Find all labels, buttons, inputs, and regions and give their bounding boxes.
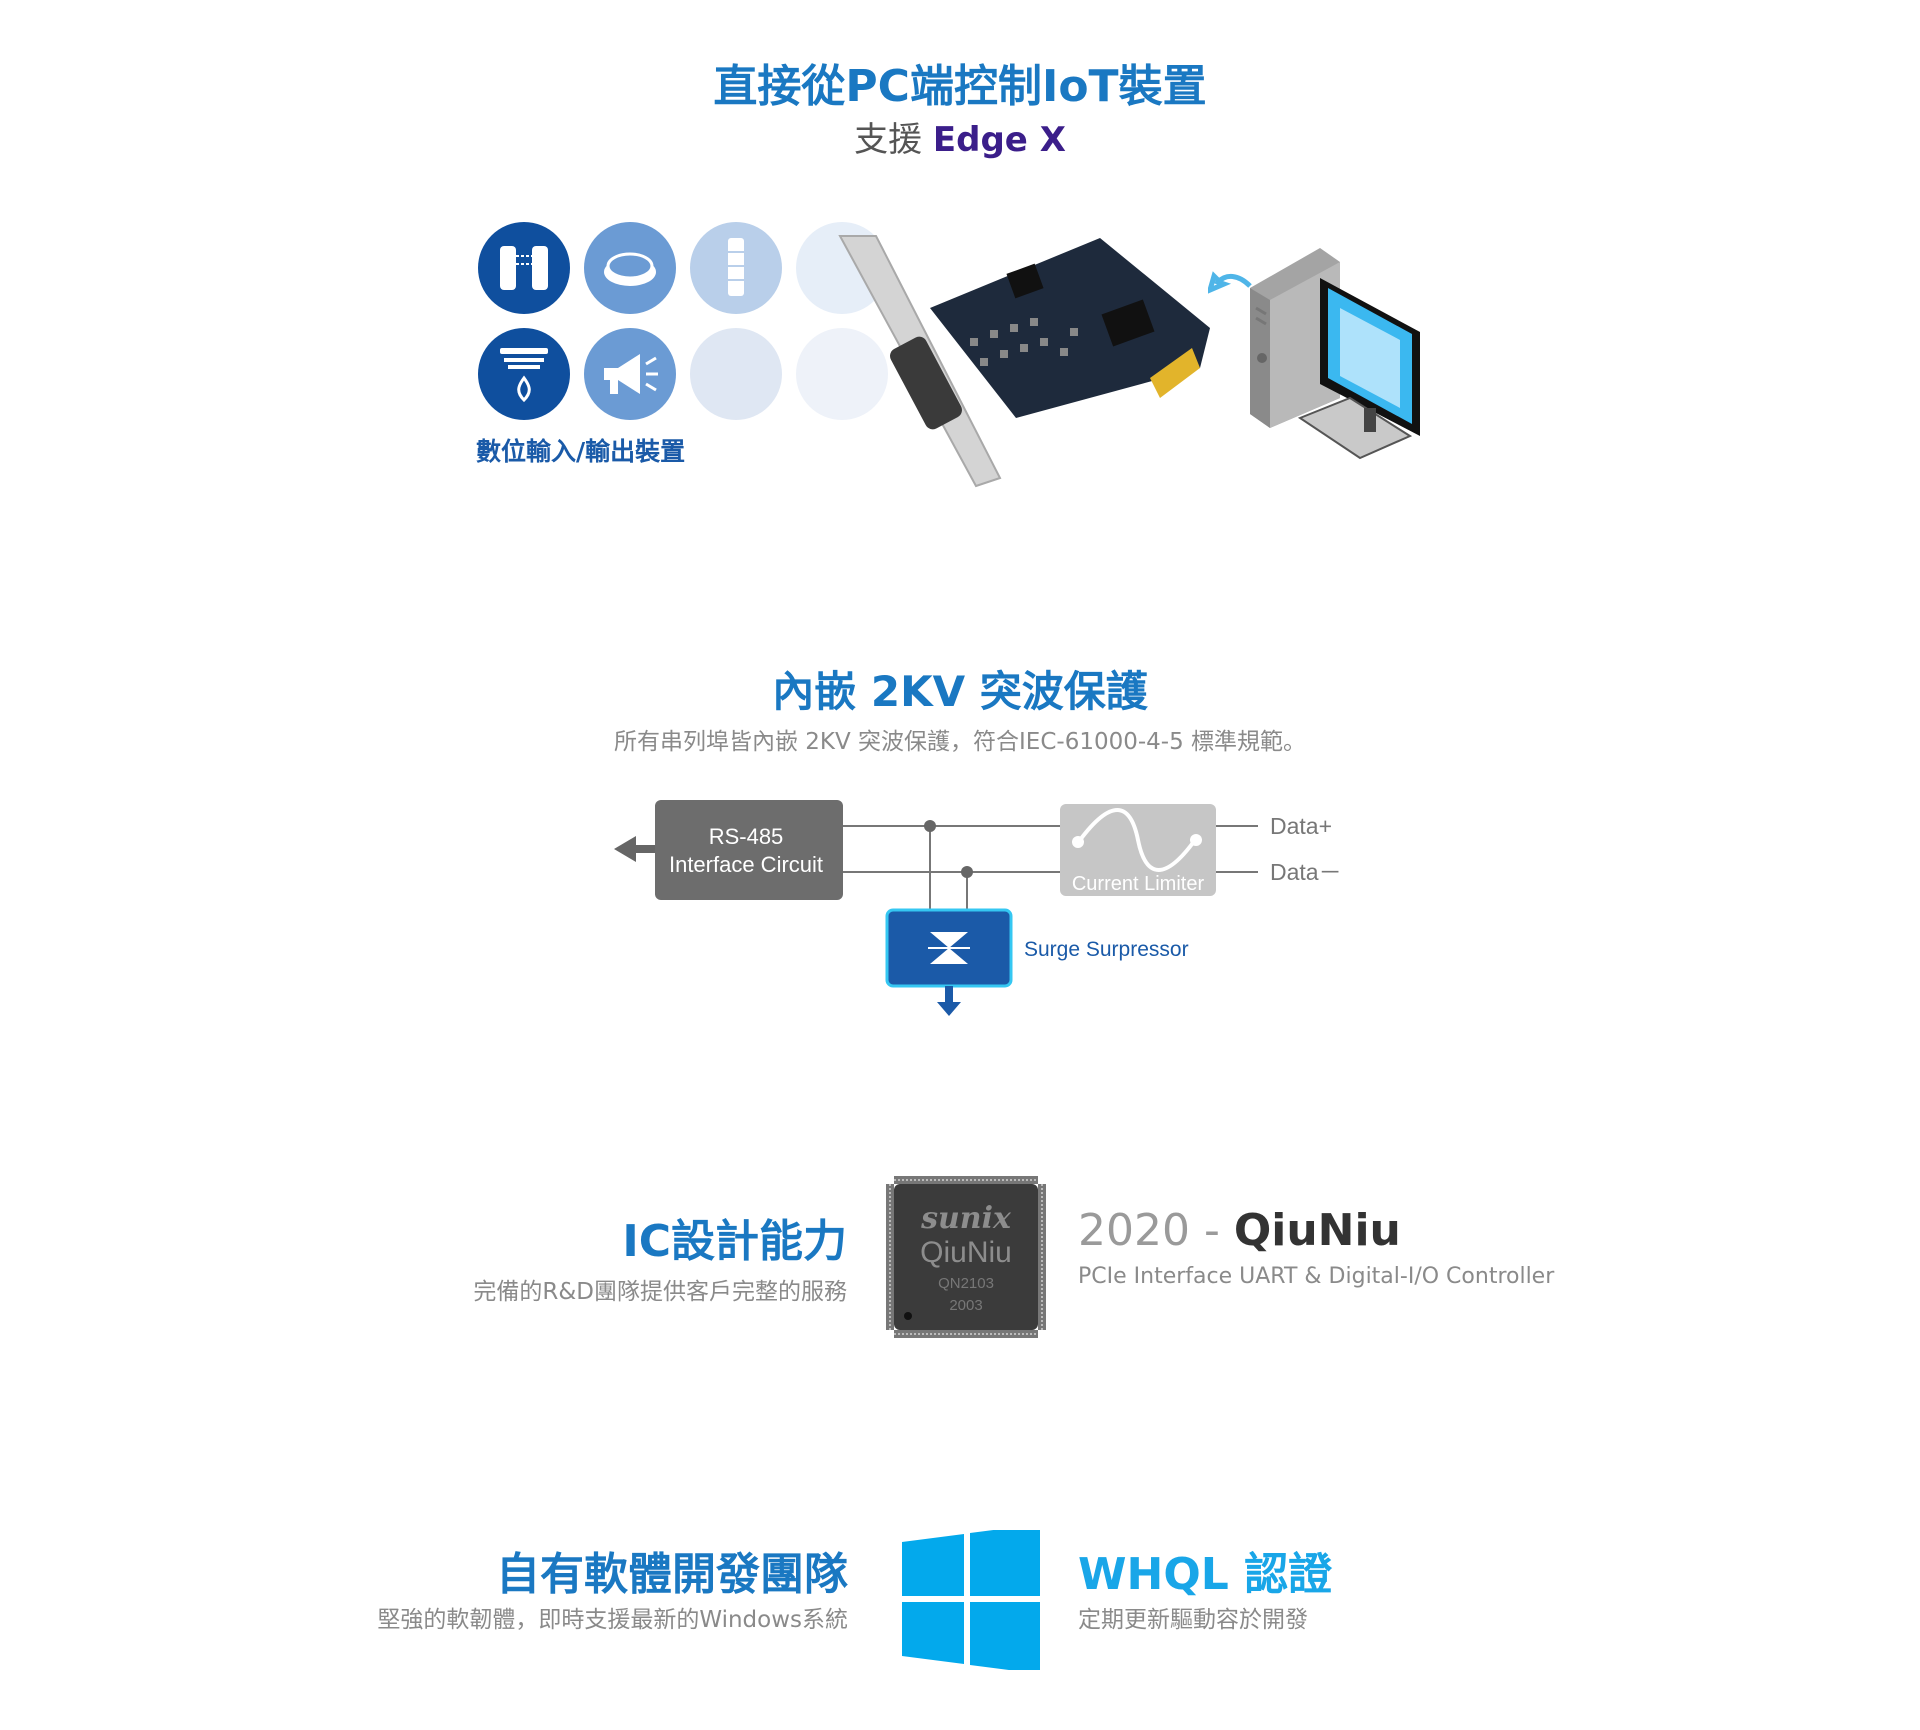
gate-sensor-icon	[478, 222, 570, 314]
edge-x-brand: Edge X	[932, 120, 1066, 160]
software-team-title: 自有軟體開發團隊	[496, 1549, 848, 1600]
data-plus-label: Data+	[1270, 813, 1332, 839]
iot-title: 直接從PC端控制IoT裝置	[713, 61, 1207, 112]
qiuniu-chip-image: sunix QiuNiu QN2103 2003	[886, 1176, 1046, 1338]
product-separator: -	[1189, 1205, 1234, 1256]
current-limiter-box	[1060, 804, 1216, 896]
io-device-label: 數位輸入/輸出裝置	[476, 437, 686, 466]
chip-brand-label: sunix	[920, 1201, 1012, 1236]
surge-suppressor-label: Surge Surpressor	[1024, 938, 1189, 961]
computer-icon	[1250, 248, 1420, 460]
surge-subtitle: 所有串列埠皆內嵌 2KV 突波保護，符合IEC-61000-4-5 標準規範。	[613, 729, 1307, 755]
empty-circle-icon	[690, 328, 782, 420]
chip-name-label: QiuNiu	[920, 1236, 1012, 1269]
data-minus-label: Data－	[1270, 859, 1342, 885]
surge-title: 內嵌 2KV 突波保護	[772, 667, 1148, 716]
whql-description: 定期更新驅動容於開發	[1078, 1607, 1308, 1633]
interface-circuit-label: Interface Circuit	[669, 852, 823, 877]
pcie-card-image	[838, 235, 1210, 488]
software-team-subtitle: 堅強的軟韌體，即時支援最新的Windows系統	[377, 1607, 848, 1633]
iot-subtitle: 支援 Edge X	[0, 112, 1920, 161]
product-year: 2020	[1078, 1205, 1190, 1256]
tower-light-icon	[690, 222, 782, 314]
button-icon	[584, 222, 676, 314]
product-heading: 2020 - QiuNiu	[1078, 1205, 1401, 1256]
product-description: PCIe Interface UART & Digital-I/O Contro…	[1078, 1264, 1555, 1289]
ic-design-title: IC設計能力	[622, 1216, 847, 1267]
chip-code-label: 2003	[949, 1297, 982, 1314]
product-name: QiuNiu	[1233, 1205, 1401, 1256]
empty-circle-icon	[796, 328, 888, 420]
rs485-box	[655, 800, 843, 900]
megaphone-icon	[584, 328, 676, 420]
surge-protection-diagram: RS-485 Interface Circuit Current Limiter…	[614, 800, 1342, 1016]
ic-design-subtitle: 完備的R&D團隊提供客戶完整的服務	[473, 1279, 847, 1305]
current-limiter-label: Current Limiter	[1072, 873, 1205, 895]
windows-logo-icon	[902, 1530, 1040, 1670]
chip-model-label: QN2103	[938, 1275, 994, 1292]
rs485-label: RS-485	[709, 824, 784, 849]
whql-title: WHQL 認證	[1078, 1549, 1333, 1600]
iot-subtitle-prefix: 支援	[854, 120, 933, 160]
smoke-detector-icon	[478, 328, 570, 420]
arrow-left-icon	[1208, 271, 1252, 294]
